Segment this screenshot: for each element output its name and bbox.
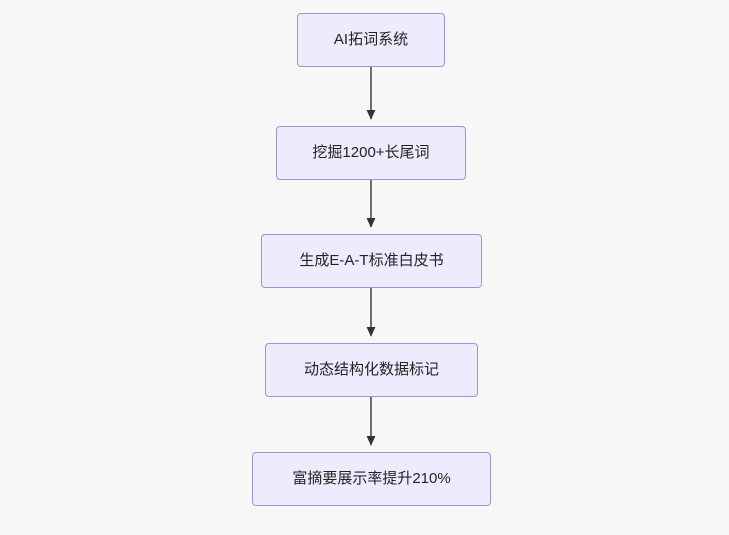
flow-node-dynamic-structured-data[interactable]: 动态结构化数据标记 xyxy=(265,343,478,397)
flow-node-mine-longtail-keywords[interactable]: 挖掘1200+长尾词 xyxy=(276,126,466,180)
flow-node-label: 生成E-A-T标准白皮书 xyxy=(299,252,444,269)
flow-node-generate-eat-whitepaper[interactable]: 生成E-A-T标准白皮书 xyxy=(261,234,482,288)
flow-node-label: 动态结构化数据标记 xyxy=(303,361,439,378)
flow-node-label: 富摘要展示率提升210% xyxy=(292,470,451,487)
flow-node-rich-snippet-uplift[interactable]: 富摘要展示率提升210% xyxy=(252,452,491,506)
flow-node-label: AI拓词系统 xyxy=(333,31,409,48)
flow-node-label: 挖掘1200+长尾词 xyxy=(312,144,430,161)
flow-node-ai-keyword-system[interactable]: AI拓词系统 xyxy=(297,13,445,67)
